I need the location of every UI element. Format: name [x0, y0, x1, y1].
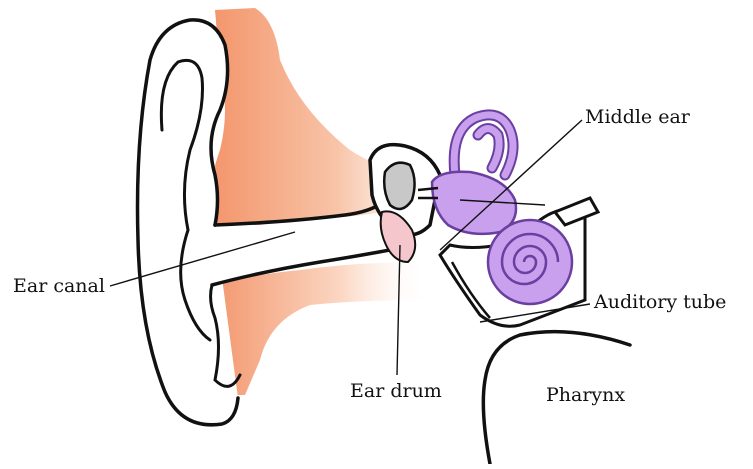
cochlea [488, 220, 572, 304]
label-middle-ear: Middle ear [585, 108, 690, 127]
skin-lower [209, 262, 430, 395]
inner-ear [418, 115, 572, 304]
auditory-tube-end [555, 198, 598, 225]
label-ear-canal: Ear canal [13, 277, 105, 296]
ossicle-malleus [384, 163, 414, 209]
label-ear-drum: Ear drum [350, 382, 442, 401]
label-auditory-tube: Auditory tube [594, 293, 726, 312]
label-pharynx: Pharynx [546, 386, 625, 405]
